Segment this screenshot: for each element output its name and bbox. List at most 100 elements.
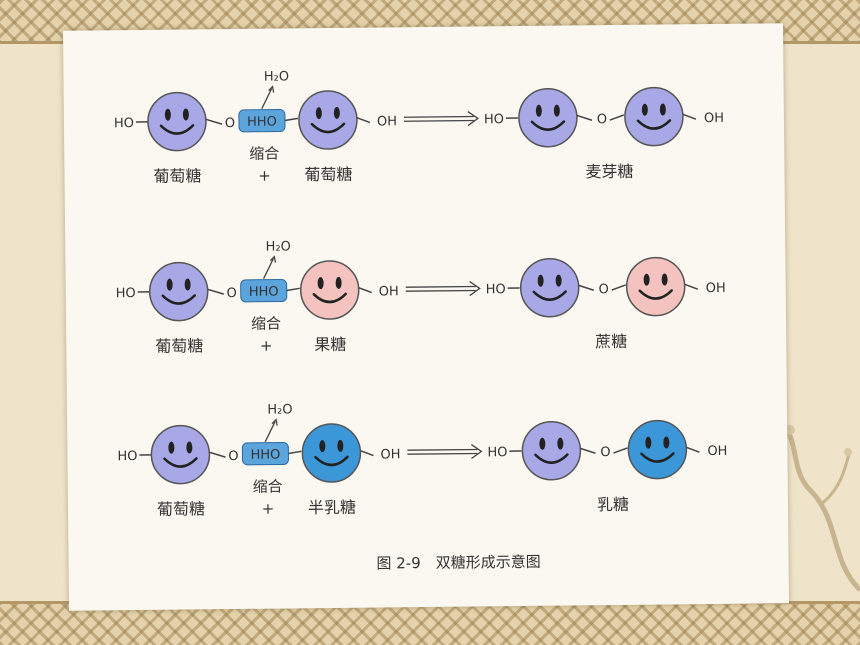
- row-1-water-arrow: [261, 88, 273, 109]
- row-3-left-monomer-eye-right: [186, 441, 193, 454]
- row-3-water-label: H₂O: [267, 402, 292, 417]
- row-2-left-sugar-name: 葡萄糖: [155, 336, 203, 356]
- row-3-left-tail: [209, 451, 226, 458]
- row-1-mid-bond: [284, 117, 299, 122]
- row-1-left-tail: [205, 118, 223, 125]
- row-1-plus-label: +: [258, 167, 271, 185]
- row-3-left-monomer: [150, 424, 211, 485]
- row-2-product-right-monomer: [625, 256, 686, 317]
- row-3-plus-label: +: [262, 500, 275, 518]
- row-3-product-o-label: O: [600, 445, 610, 460]
- row-3-hho-label: HHO: [250, 448, 280, 463]
- row-3-condense-label: 缩合: [253, 478, 283, 496]
- row-2-product-ho-label: HO: [486, 282, 506, 297]
- row-1-left-monomer-mouth: [159, 124, 195, 135]
- row-1-product-link-right: [609, 114, 625, 121]
- row-1-product-o-label: O: [597, 112, 607, 127]
- row-3-product-left-monomer: [521, 420, 582, 481]
- row-3-product-link-right: [613, 447, 628, 454]
- row-2-mid-monomer-mouth: [312, 292, 348, 304]
- row-1-mid-oh-label: OH: [377, 114, 397, 129]
- row-1-product-left-monomer-eye-right: [553, 104, 560, 117]
- row-3-mid-monomer: [301, 423, 362, 483]
- row-3-product-left-monomer-mouth: [534, 453, 569, 464]
- row-1-left-monomer-eye-left: [164, 108, 171, 121]
- row-1-product-left-monomer-eye-left: [535, 104, 542, 117]
- row-1-left-monomer-eye-right: [182, 108, 189, 121]
- row-2-condense-label: 缩合: [251, 315, 281, 333]
- row-2-left-monomer-eye-right: [184, 278, 191, 291]
- row-3-left-sugar-name: 葡萄糖: [157, 499, 205, 519]
- row-3-product-right-tail: [686, 446, 700, 453]
- row-2-reaction-arrow-bottom: [405, 289, 476, 292]
- row-2-product-name: 蔗糖: [595, 332, 627, 351]
- row-2-o-label: O: [227, 286, 237, 301]
- row-1-product-left-monomer: [518, 87, 578, 148]
- row-2-product-o-label: O: [599, 282, 609, 297]
- row-1-water-label: H₂O: [264, 69, 289, 84]
- row-1-product-oh-label: OH: [704, 111, 724, 126]
- row-1-hho-label: HHO: [247, 115, 277, 130]
- row-2-product-right-monomer-eye-right: [661, 273, 668, 286]
- row-1-product-link-left: [576, 114, 593, 121]
- row-1-left-sugar-name: 葡萄糖: [153, 166, 201, 186]
- row-3-reaction-arrow-bottom: [407, 452, 478, 455]
- row-2-product-right-monomer-mouth: [638, 289, 673, 300]
- row-1-reaction-arrowhead: [467, 111, 480, 127]
- row-2-reaction-arrowhead: [469, 281, 481, 297]
- row-2-mid-tail: [358, 287, 373, 294]
- row-2-hho-label: HHO: [249, 285, 279, 300]
- row-2-left-monomer: [148, 261, 209, 322]
- row-2-product-left-monomer-eye-right: [555, 274, 562, 287]
- row-3-reaction-arrow-top: [407, 448, 478, 451]
- row-3-mid-sugar-name: 半乳糖: [308, 498, 356, 518]
- row-2-water-arrowhead: [269, 255, 277, 263]
- row-3-left-monomer-eye-left: [168, 441, 175, 454]
- row-3-product-right-monomer-eye-right: [663, 436, 670, 449]
- row-2-product-right-tail: [684, 283, 698, 290]
- row-2-mid-bond: [286, 287, 300, 292]
- row-1-left-ho-label: HO: [114, 116, 134, 131]
- row-2-left-tail: [207, 288, 224, 295]
- row-2-left-monomer-eye-left: [166, 278, 173, 291]
- row-2-product-link-right: [611, 284, 626, 291]
- row-3-mid-monomer-mouth: [314, 455, 349, 467]
- row-3-water-arrow: [264, 421, 276, 442]
- row-1-reaction-arrow-top: [403, 115, 474, 118]
- row-3-product-right-monomer-eye-left: [645, 436, 652, 449]
- row-1-left-monomer: [147, 91, 207, 152]
- row-2-mid-sugar-name: 果糖: [314, 335, 346, 354]
- row-1-mid-monomer-eye-right: [333, 106, 340, 119]
- row-3-water-arrowhead: [271, 418, 278, 426]
- row-2-left-ho-label: HO: [116, 286, 136, 301]
- row-3-o-label: O: [228, 449, 238, 464]
- row-3-mid-tail: [360, 449, 374, 457]
- row-1-mid-monomer: [298, 90, 358, 150]
- row-1-reaction-arrow-bottom: [403, 119, 474, 122]
- row-3-mid-monomer-eye-left: [319, 440, 326, 453]
- row-1-product-left-monomer-mouth: [530, 120, 566, 131]
- row-2-product-right-monomer-eye-left: [643, 273, 650, 286]
- row-1-product-name: 麦芽糖: [585, 162, 633, 182]
- row-3-product-oh-label: OH: [707, 444, 727, 459]
- row-1-product-ho-label: HO: [484, 112, 504, 127]
- row-1-condense-label: 缩合: [249, 145, 279, 163]
- row-3-product-right-monomer: [627, 419, 688, 480]
- row-1-product-right-monomer-eye-right: [659, 103, 666, 116]
- plum-branch-decoration: [778, 418, 860, 592]
- row-1-product-right-monomer-mouth: [636, 119, 672, 130]
- row-1-o-label: O: [225, 116, 235, 131]
- row-3-product-right-monomer-mouth: [640, 452, 675, 463]
- row-1-product-right-monomer-eye-left: [641, 103, 648, 116]
- row-1-product-right-monomer: [624, 86, 684, 147]
- row-3-left-monomer-mouth: [163, 457, 198, 468]
- row-2-product-left-monomer-mouth: [532, 290, 567, 301]
- row-2-mid-monomer-eye-left: [317, 277, 324, 290]
- row-1-mid-tail: [356, 117, 371, 124]
- row-2-mid-oh-label: OH: [379, 284, 399, 299]
- row-3-product-left-monomer-eye-left: [539, 437, 546, 450]
- row-1-mid-monomer-eye-left: [315, 107, 322, 120]
- row-3-product-ho-label: HO: [487, 445, 507, 460]
- row-2-product-oh-label: OH: [706, 281, 726, 296]
